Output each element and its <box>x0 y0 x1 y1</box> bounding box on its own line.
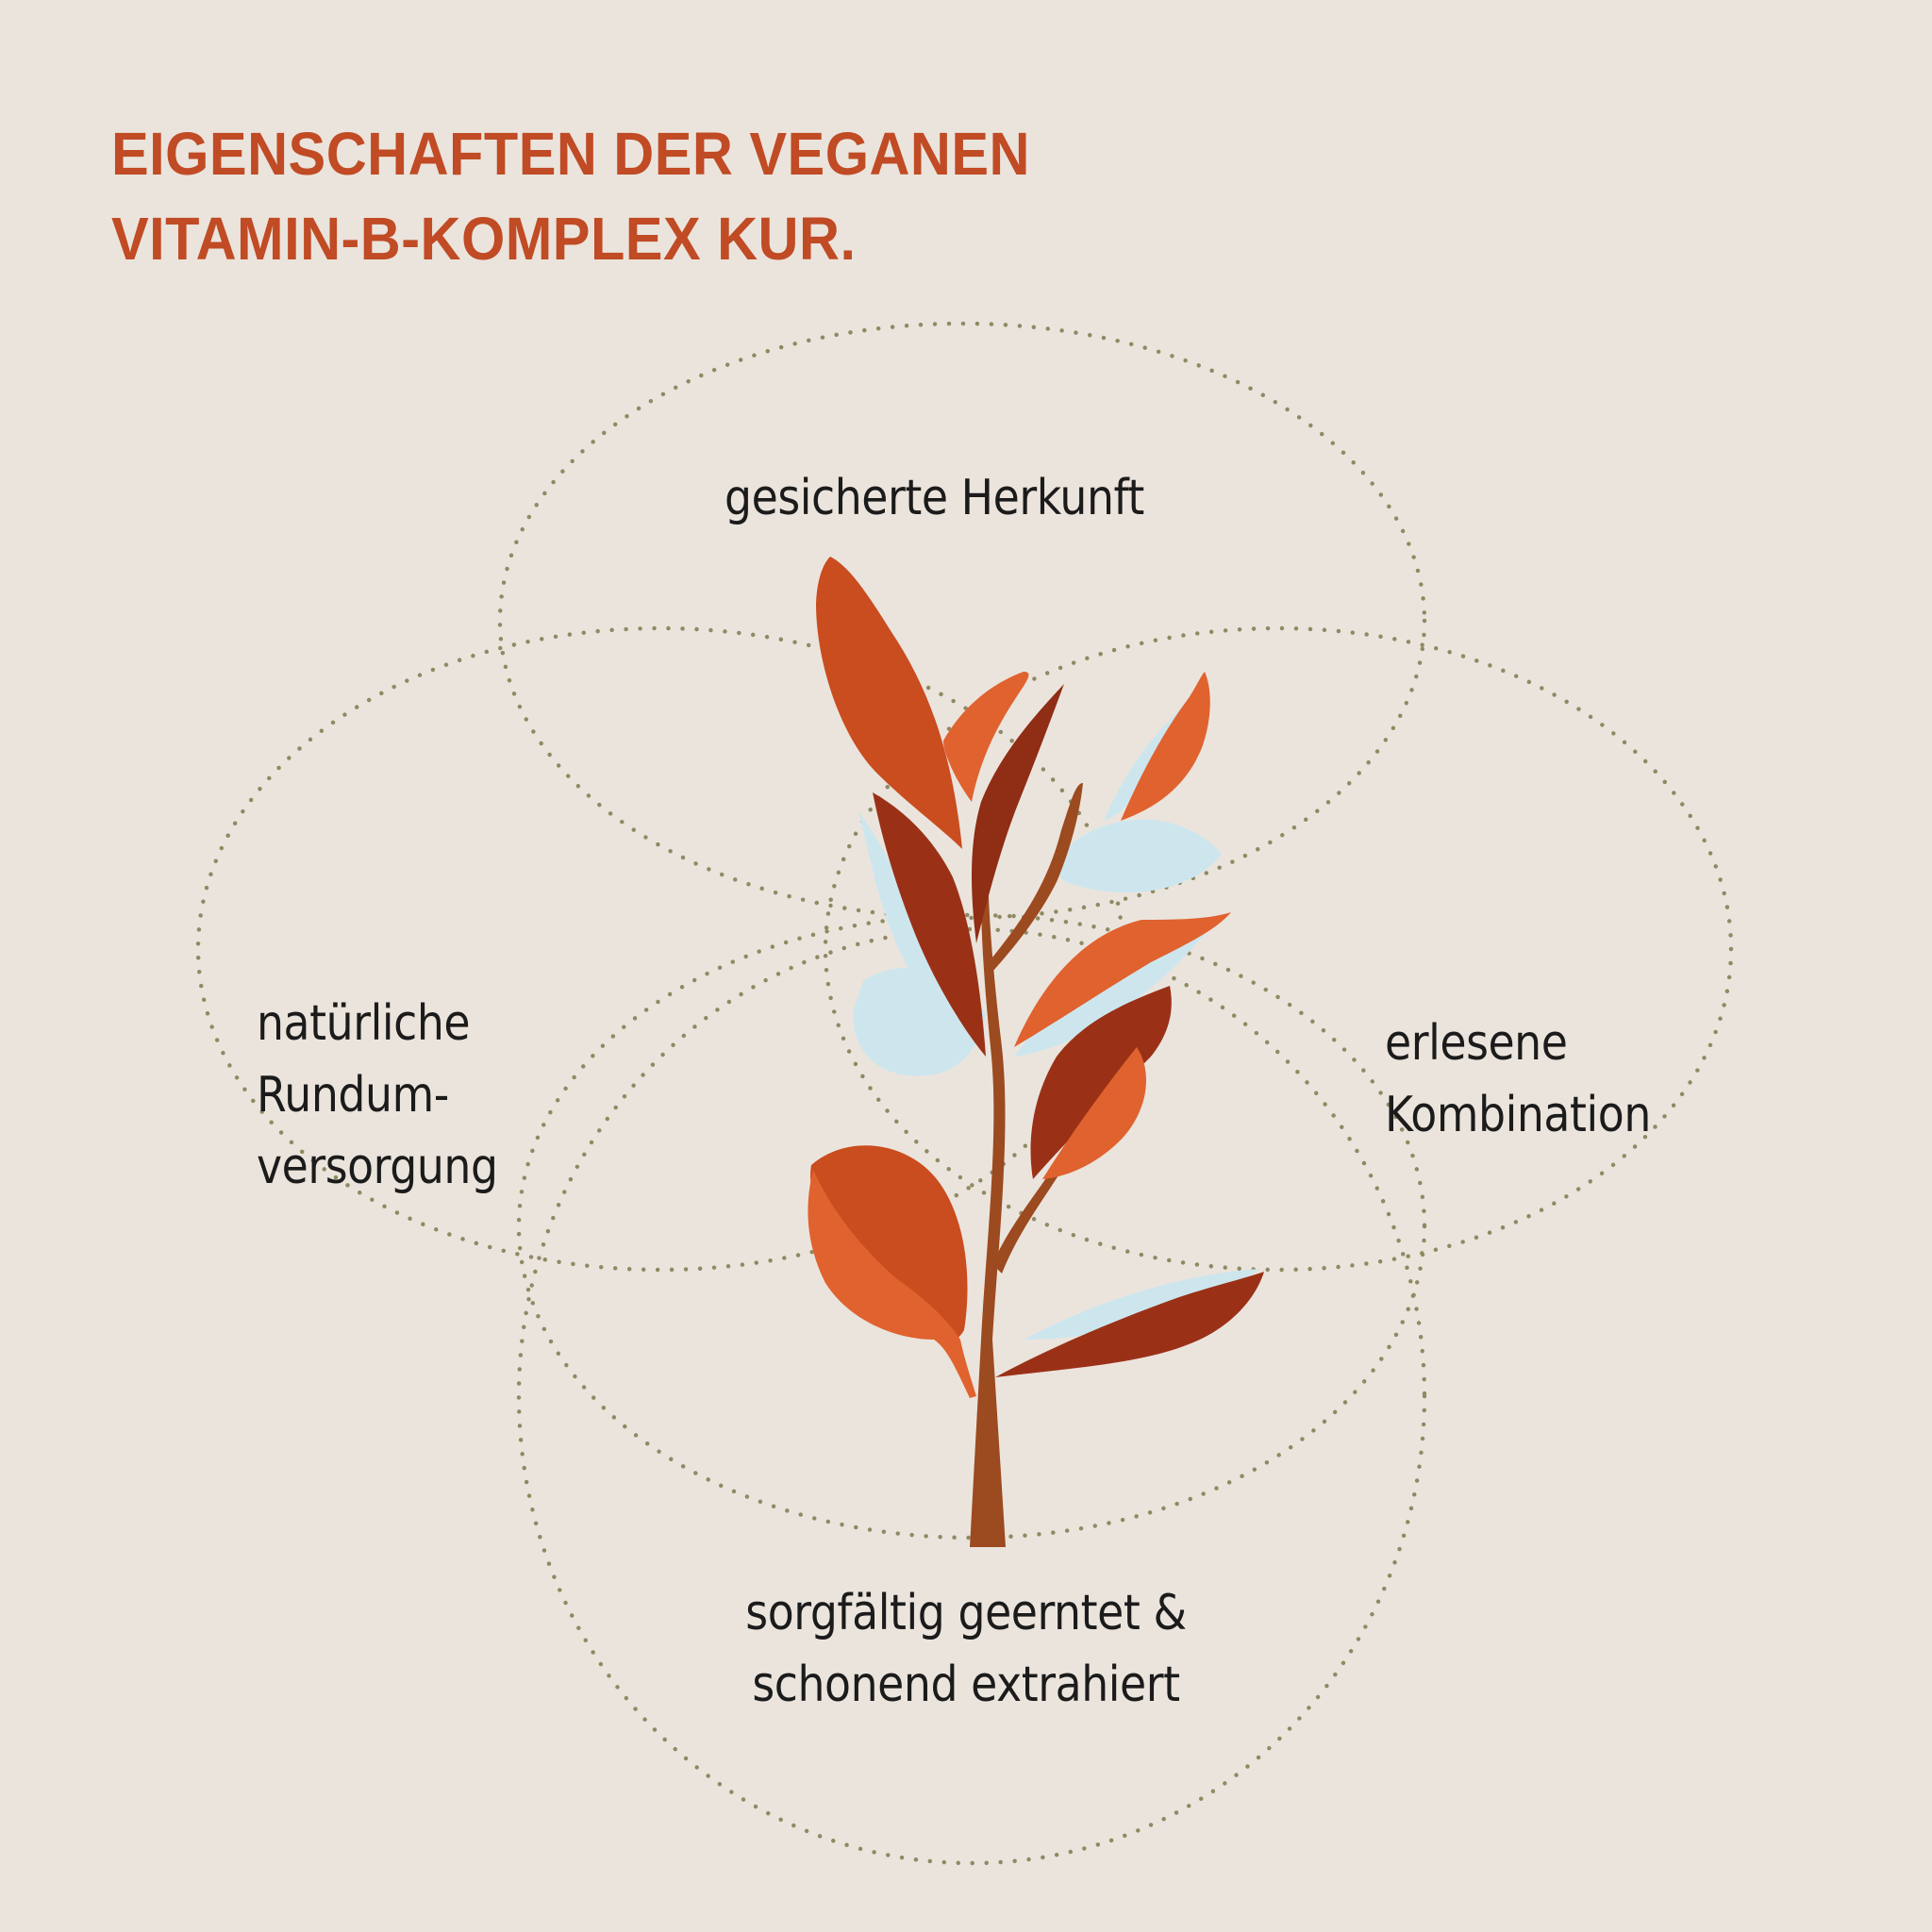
venn-circle-bottom <box>516 926 1427 1866</box>
label-right-line-1: erlesene <box>1385 1015 1568 1072</box>
venn-circle-top <box>497 321 1427 921</box>
label-left-line-2: Rundum- <box>257 1067 449 1124</box>
label-right-line-2: Kombination <box>1385 1087 1651 1143</box>
label-bottom-line-1: sorgfältig geerntet & <box>745 1585 1187 1641</box>
label-left-line-3: versorgung <box>257 1139 498 1195</box>
venn-label-bottom: sorgfältig geerntet & schonend extrahier… <box>116 1577 1816 1721</box>
title-line-1: EIGENSCHAFTEN DER VEGANEN <box>111 120 1030 188</box>
venn-label-left: natürliche Rundum- versorgung <box>257 988 498 1203</box>
venn-label-top: gesicherte Herkunft <box>724 462 1144 534</box>
label-bottom-line-2: schonend extrahiert <box>752 1657 1180 1713</box>
venn-circle-right <box>823 625 1734 1273</box>
venn-circle-inner <box>516 912 1427 1541</box>
title-line-2: VITAMIN-B-KOMPLEX KUR. <box>111 205 857 273</box>
plant-branch-icon <box>808 557 1264 1547</box>
label-left-line-1: natürliche <box>257 995 471 1052</box>
label-top-line-1: gesicherte Herkunft <box>724 470 1144 526</box>
page-title: EIGENSCHAFTEN DER VEGANEN VITAMIN-B-KOMP… <box>111 111 1030 281</box>
venn-label-right: erlesene Kombination <box>1385 1008 1651 1151</box>
